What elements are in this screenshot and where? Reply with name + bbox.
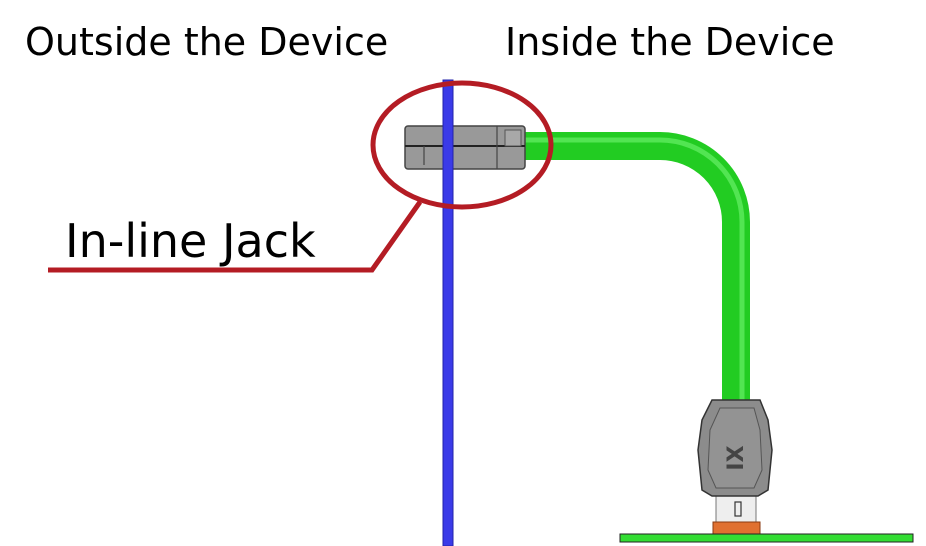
inline-jack [404, 125, 526, 170]
cable [520, 132, 750, 402]
callout-label: In-line Jack [65, 214, 316, 268]
circuit-board [619, 533, 914, 543]
board-connector: IX [697, 399, 773, 536]
svg-text:IX: IX [724, 445, 749, 470]
callout-leader [48, 200, 423, 273]
device-wall [442, 79, 454, 546]
callout-ellipse [370, 80, 554, 210]
inside-label: Inside the Device [505, 20, 835, 64]
cable-highlight [520, 137, 745, 402]
outside-label: Outside the Device [25, 20, 388, 64]
